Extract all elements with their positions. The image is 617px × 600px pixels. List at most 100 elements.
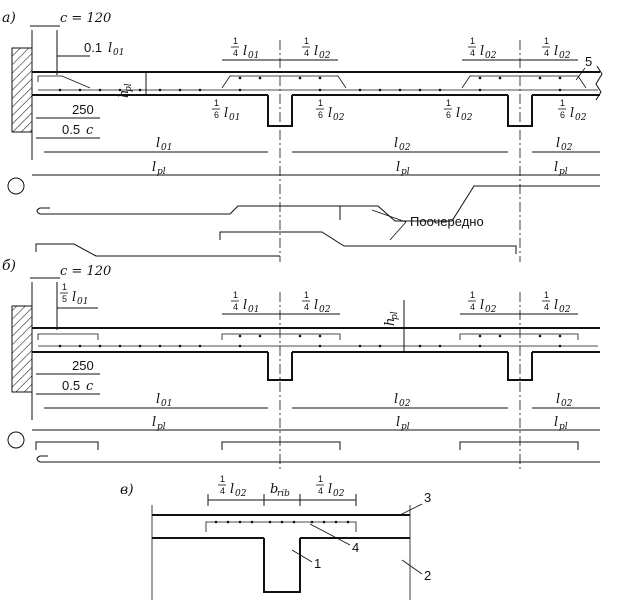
top-bar-support-1: [221, 75, 347, 89]
panel-c-label: в): [120, 482, 134, 498]
grid-axis-circle-a: [7, 177, 25, 195]
svg-text:1: 1: [470, 36, 475, 46]
bar-sched-b4: [36, 455, 600, 463]
svg-text:rib: rib: [277, 489, 290, 499]
svg-text:1: 1: [560, 98, 565, 108]
frac-quarter-l02-c1: 1 4 l 02: [218, 474, 247, 499]
svg-text:02: 02: [319, 305, 331, 315]
svg-text:c: c: [86, 123, 94, 138]
bar-sched-b3: [459, 441, 579, 450]
svg-text:l: l: [554, 44, 558, 59]
callout-2-leader: [401, 559, 423, 575]
svg-text:4: 4: [318, 486, 323, 496]
svg-text:01: 01: [248, 305, 259, 315]
svg-text:l: l: [554, 415, 558, 430]
svg-text:l: l: [156, 392, 160, 407]
svg-text:02: 02: [575, 113, 587, 123]
wall-hatched: [11, 47, 33, 133]
alt-leader-2: [389, 221, 407, 241]
label-lpl-a3: l pl: [554, 160, 568, 177]
label-lpl-b1: l pl: [152, 415, 166, 432]
svg-text:1: 1: [214, 98, 219, 108]
svg-text:4: 4: [233, 302, 238, 312]
svg-text:02: 02: [461, 113, 473, 123]
label-l02-b-end: l 02: [556, 392, 573, 409]
svg-text:1: 1: [470, 290, 475, 300]
svg-text:1: 1: [62, 282, 67, 292]
svg-text:l: l: [556, 136, 560, 151]
wall-hatched-b: [11, 305, 33, 393]
callout-5-leader: [575, 67, 586, 81]
label-lpl-a2: l pl: [396, 160, 410, 177]
top-bar-end: [37, 75, 91, 89]
svg-text:l: l: [570, 106, 574, 121]
bar-sched-b2: [221, 441, 341, 450]
svg-text:l: l: [230, 482, 234, 497]
label-l02-a: l 02: [394, 136, 411, 153]
frac-quarter-l01-a: 1 4 l 01: [231, 36, 259, 61]
svg-text:1: 1: [544, 36, 549, 46]
svg-text:02: 02: [399, 143, 411, 153]
label-half-c-b: 0.5 c: [62, 378, 94, 394]
svg-text:l: l: [480, 298, 484, 313]
svg-text:l: l: [328, 106, 332, 121]
svg-text:1: 1: [233, 36, 238, 46]
svg-text:01: 01: [229, 113, 240, 123]
svg-text:l: l: [556, 392, 560, 407]
label-c120: c = 120: [60, 11, 111, 26]
svg-text:b: b: [270, 482, 278, 497]
label-250-a: 250: [72, 102, 94, 117]
svg-text:l: l: [396, 160, 400, 175]
svg-text:02: 02: [559, 51, 571, 61]
rib-2-b: [507, 352, 533, 381]
svg-text:5: 5: [62, 294, 67, 304]
label-brib: b rib: [270, 482, 290, 499]
break-line-a: [595, 65, 603, 101]
label-l01-a: l 01: [156, 136, 172, 153]
grid-axis-circle-b: [7, 431, 25, 449]
callout-4-leader: [309, 523, 351, 546]
label-lpl-b2: l pl: [396, 415, 410, 432]
svg-text:h: h: [383, 318, 398, 326]
panel-a-label: а): [2, 10, 16, 26]
svg-text:l: l: [554, 160, 558, 175]
svg-text:02: 02: [485, 51, 497, 61]
callout-3-leader: [399, 503, 423, 516]
svg-text:1: 1: [318, 98, 323, 108]
callout-4: 4: [352, 540, 359, 555]
svg-text:pl: pl: [124, 83, 134, 92]
callout-5: 5: [585, 54, 592, 69]
svg-text:l: l: [394, 136, 398, 151]
svg-text:pl: pl: [390, 311, 400, 320]
bar-sched-2: [219, 231, 517, 254]
svg-text:01: 01: [161, 399, 172, 409]
label-0-1-l: l: [108, 41, 112, 56]
section-bar-dots: [214, 520, 350, 524]
panel-c: в) 1 4 l 02 b rib 1 4 l 02: [120, 474, 431, 600]
svg-text:1: 1: [318, 474, 323, 484]
svg-text:6: 6: [318, 110, 323, 120]
bar-sched-4: [285, 185, 600, 222]
section-top-bar: [205, 521, 357, 532]
alt-leader-1: [371, 209, 407, 223]
frac-fifth-l01-b: 1 5 l 01: [60, 282, 88, 307]
label-lpl-a1: l pl: [152, 160, 166, 177]
svg-text:4: 4: [233, 48, 238, 58]
svg-text:02: 02: [333, 113, 345, 123]
label-l02-b: l 02: [394, 392, 411, 409]
svg-text:1: 1: [233, 290, 238, 300]
svg-text:l: l: [394, 392, 398, 407]
callout-3: 3: [424, 490, 431, 505]
frac-quarter-l02-a1: 1 4 l 02: [302, 36, 331, 61]
svg-text:c: c: [86, 379, 94, 394]
svg-text:l: l: [328, 482, 332, 497]
panel-b: б) c = 120 1 5 l 01: [2, 258, 600, 472]
svg-text:1: 1: [446, 98, 451, 108]
callout-1-leader: [291, 549, 313, 563]
bar-dots-b: [58, 334, 562, 348]
label-c120-b: c = 120: [60, 264, 111, 279]
svg-text:l: l: [314, 298, 318, 313]
svg-text:l: l: [554, 298, 558, 313]
svg-text:1: 1: [304, 290, 309, 300]
